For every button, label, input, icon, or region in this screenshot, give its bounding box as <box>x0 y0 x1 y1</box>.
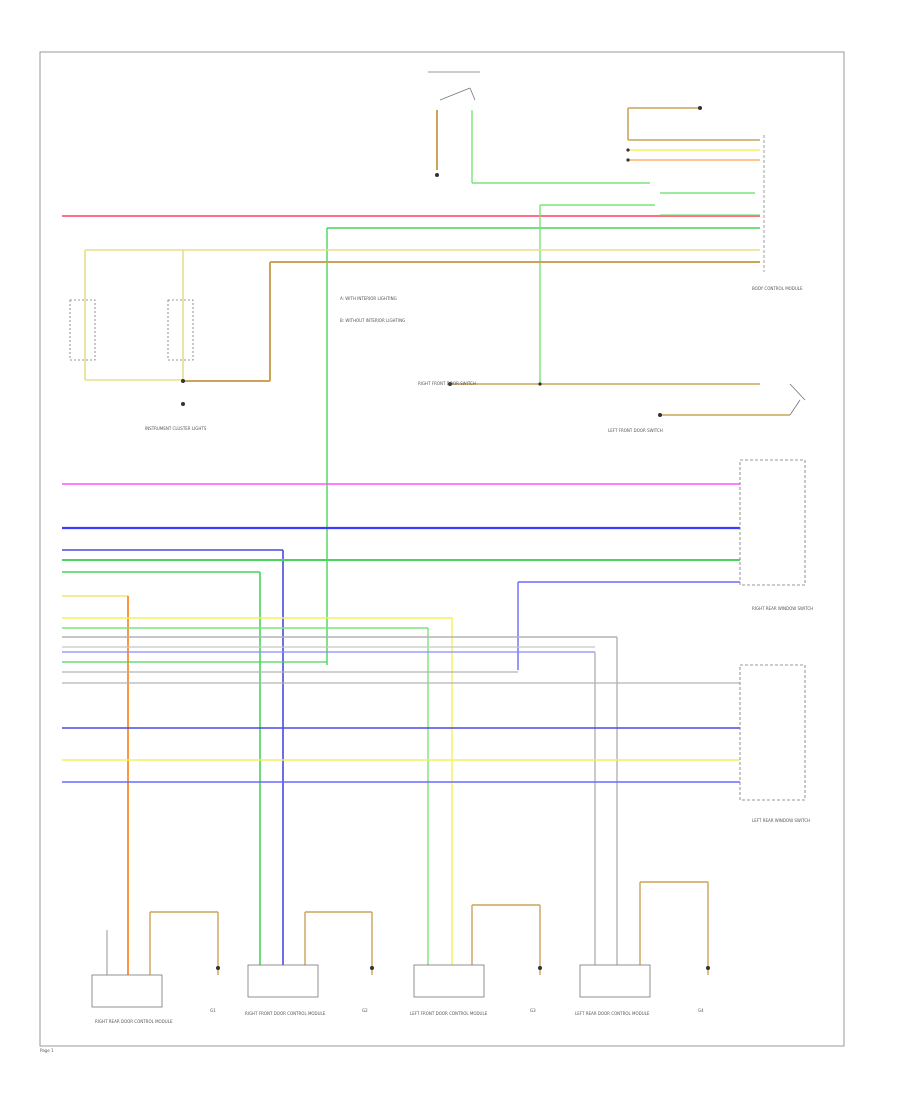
top-switch <box>428 71 480 101</box>
rr-module-label: RIGHT REAR DOOR CONTROL MODULE <box>95 1019 173 1024</box>
lf-door-conn <box>658 413 662 417</box>
page-label: Page 1 <box>40 1048 54 1053</box>
dimmer-node <box>181 379 185 383</box>
rf-door-conn <box>448 382 452 386</box>
left-rear-switch-box <box>739 664 806 801</box>
ground-3-conn <box>538 966 542 970</box>
rf-door-label: RIGHT FRONT DOOR SWITCH <box>418 381 476 386</box>
ground-1-label: G1 <box>210 1008 216 1013</box>
dimmer-box-2 <box>167 299 194 361</box>
lr-module-label: LEFT REAR DOOR CONTROL MODULE <box>575 1011 650 1016</box>
lr-module-box <box>579 964 651 998</box>
legend-line-2: B: WITHOUT INTERIOR LIGHTING <box>340 318 405 323</box>
rt-conn-1 <box>698 106 702 110</box>
dimmer-ground <box>181 402 185 406</box>
lf-module-box <box>413 964 485 998</box>
ground-4-conn <box>706 966 710 970</box>
ground-top <box>435 173 439 177</box>
rf-door-junction <box>538 382 542 386</box>
rt-conn-2 <box>626 148 630 152</box>
ground-2-label: G2 <box>362 1008 368 1013</box>
dimmer-box-1 <box>69 299 96 361</box>
left-rear-switch-label: LEFT REAR WINDOW SWITCH <box>752 818 810 823</box>
rf-module-label: RIGHT FRONT DOOR CONTROL MODULE <box>245 1011 326 1016</box>
dimmer-switch-label: INSTRUMENT CLUSTER LIGHTS <box>145 426 207 431</box>
rf-module-box <box>247 964 319 998</box>
right-rear-switch-box <box>739 459 806 586</box>
rt-conn-3 <box>626 158 630 162</box>
switch-arm-1 <box>789 383 806 401</box>
right-rear-switch-label: RIGHT REAR WINDOW SWITCH <box>752 606 813 611</box>
lf-door-label: LEFT FRONT DOOR SWITCH <box>608 428 663 433</box>
switch-arm-2 <box>789 399 801 416</box>
legend-line-1: A: WITH INTERIOR LIGHTING <box>340 296 397 301</box>
diagram-border <box>39 51 845 1047</box>
ground-3-label: G3 <box>530 1008 536 1013</box>
rr-module-box <box>91 974 163 1008</box>
ground-1-conn <box>216 966 220 970</box>
main-module-label: BODY CONTROL MODULE <box>752 286 803 291</box>
lf-module-label: LEFT FRONT DOOR CONTROL MODULE <box>410 1011 488 1016</box>
ground-4-label: G4 <box>698 1008 704 1013</box>
ground-2-conn <box>370 966 374 970</box>
